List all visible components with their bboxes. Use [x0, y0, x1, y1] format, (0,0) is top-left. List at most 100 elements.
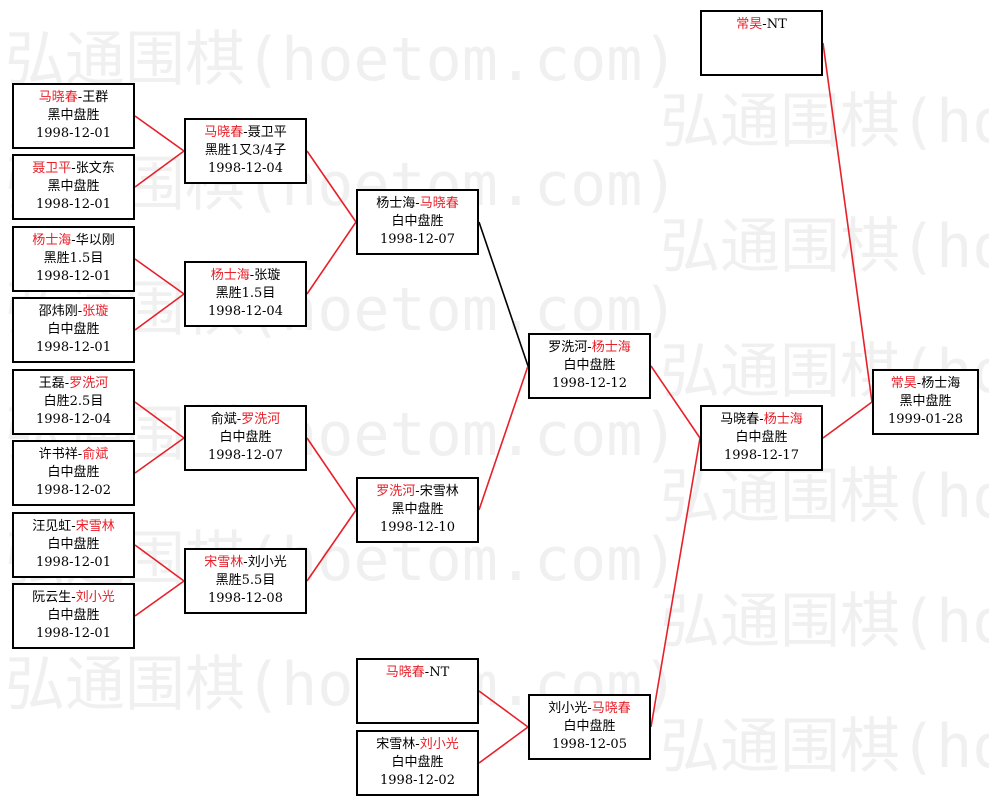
- separator: -: [77, 447, 83, 462]
- player-name: 张璇: [254, 268, 281, 283]
- result-text: 白中盘胜: [391, 755, 444, 770]
- player-name: 宋雪林: [75, 519, 115, 534]
- separator: -: [71, 519, 76, 534]
- player-name: 罗洗河: [376, 484, 416, 499]
- players-line: 宋雪林-刘小光: [186, 554, 305, 572]
- match-date: 1998-12-08: [208, 591, 283, 606]
- separator: -: [762, 17, 767, 32]
- match-date: 1998-12-07: [208, 448, 283, 463]
- separator: -: [587, 340, 592, 355]
- player-name: 马晓春: [38, 90, 78, 105]
- connector-l2-l3: [478, 726, 529, 764]
- players-line: 阮云生-刘小光: [14, 589, 133, 607]
- match-date: 1998-12-02: [380, 773, 455, 788]
- result-text: 黑胜5.5目: [215, 573, 276, 588]
- player-name: 王磊: [38, 376, 65, 391]
- separator: -: [249, 268, 255, 283]
- connector-r1_6-r2_3: [134, 437, 185, 474]
- connector-r1_8-r2_4: [134, 580, 185, 617]
- players-line: 邵炜刚-张璇: [14, 303, 133, 321]
- result-text: 黑中盘胜: [47, 179, 100, 194]
- separator: -: [415, 196, 420, 211]
- player-name: 马晓春: [591, 701, 631, 716]
- connector-r2_1-r3_1: [306, 150, 357, 223]
- match-date: 1998-12-02: [36, 483, 111, 498]
- players-line: 聂卫平-张文东: [14, 160, 133, 178]
- separator: -: [415, 484, 420, 499]
- result-text: 白中盘胜: [563, 719, 616, 734]
- player-name: 聂卫平: [247, 125, 287, 140]
- player-name: 罗洗河: [241, 412, 281, 427]
- result-text: 黑胜1.5目: [43, 251, 104, 266]
- result-text: 白中盘胜: [391, 214, 444, 229]
- player-name: 邵炜刚: [38, 304, 78, 319]
- separator: -: [424, 665, 430, 680]
- result-text: 白中盘胜: [219, 430, 272, 445]
- connector-r2_3-r3_2: [306, 437, 357, 511]
- match-date: 1998-12-01: [36, 626, 111, 641]
- separator: -: [236, 412, 242, 427]
- players-line: 常昊-NT: [702, 16, 821, 34]
- connector-r5-final: [822, 401, 873, 439]
- separator: -: [71, 233, 76, 248]
- result-text: 黑胜1.5目: [215, 286, 276, 301]
- player-name: 汪见虹: [32, 519, 72, 534]
- player-name: 马晓春: [720, 412, 760, 427]
- separator: -: [587, 701, 592, 716]
- player-name: 宋雪林: [419, 484, 459, 499]
- connector-r1_4-r2_2: [134, 293, 185, 331]
- connector-r2_2-r3_1: [306, 221, 357, 295]
- connector-champ-final: [822, 42, 873, 403]
- player-name: 杨士海: [763, 412, 803, 427]
- players-line: 杨士海-马晓春: [358, 195, 477, 213]
- player-name: 杨士海: [591, 340, 631, 355]
- connector-r1_5-r2_3: [134, 401, 185, 439]
- player-name: 马晓春: [419, 196, 459, 211]
- connector-r1_3-r2_2: [134, 258, 185, 295]
- player-name: 常昊: [890, 376, 917, 391]
- player-name: 马晓春: [204, 125, 244, 140]
- match-date: 1998-12-04: [208, 304, 283, 319]
- players-line: 宋雪林-刘小光: [358, 736, 477, 754]
- match-box-r2-2: 杨士海-张璇黑胜1.5目 1998-12-04: [184, 261, 307, 327]
- player-name: 杨士海: [376, 196, 416, 211]
- player-name: 阮云生: [32, 590, 72, 605]
- player-name: 罗洗河: [548, 340, 588, 355]
- result-text: 白中盘胜: [47, 465, 100, 480]
- separator: -: [243, 125, 248, 140]
- player-name: NT: [429, 665, 450, 680]
- player-name: 刘小光: [419, 737, 459, 752]
- player-name: 杨士海: [32, 233, 72, 248]
- player-name: 常昊: [736, 17, 763, 32]
- connector-r3_1-r4: [478, 221, 529, 367]
- player-name: 刘小光: [548, 701, 588, 716]
- result-text: 白中盘胜: [47, 322, 100, 337]
- players-line: 杨士海-张璇: [186, 267, 305, 285]
- separator: -: [71, 161, 76, 176]
- separator: -: [71, 590, 76, 605]
- connector-r1_7-r2_4: [134, 544, 185, 582]
- connector-r3_2-r4: [478, 365, 529, 511]
- players-line: 罗洗河-宋雪林: [358, 483, 477, 501]
- player-name: 杨士海: [921, 376, 961, 391]
- separator: -: [916, 376, 922, 391]
- match-date: 1998-12-17: [724, 448, 799, 463]
- player-name: 宋雪林: [204, 555, 244, 570]
- connector-r1_2-r2_1: [134, 150, 185, 188]
- players-line: 杨士海-华以刚: [14, 232, 133, 250]
- player-name: 罗洗河: [69, 376, 109, 391]
- match-box-r2-4: 宋雪林-刘小光黑胜5.5目 1998-12-08: [184, 548, 307, 614]
- match-date: 1998-12-01: [36, 197, 111, 212]
- result-text: 黑胜1又3/4子: [204, 143, 287, 158]
